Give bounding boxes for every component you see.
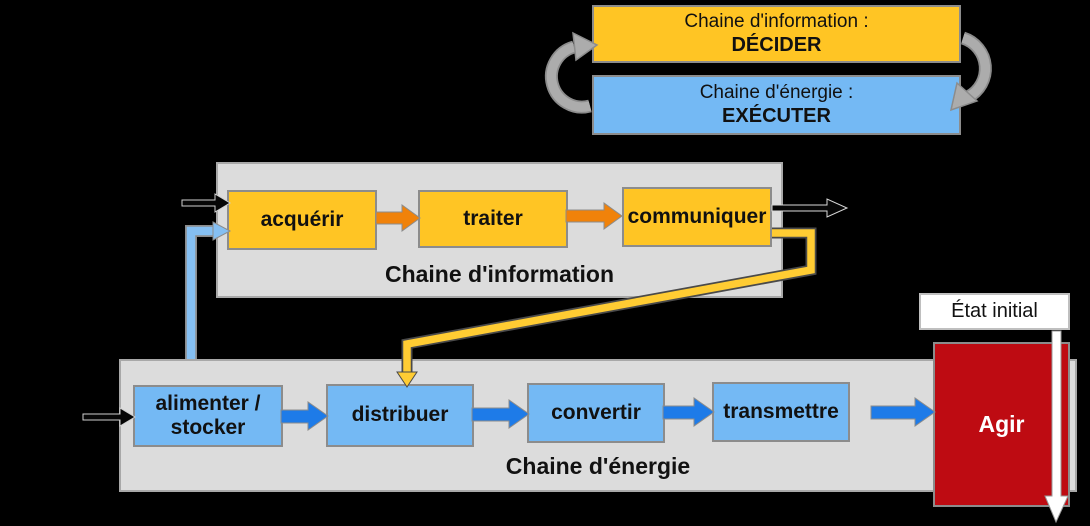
step-distribuer: distribuer — [326, 384, 474, 447]
energy-chain-label: Chaine d'énergie — [505, 453, 691, 479]
action-box: Agir — [933, 342, 1070, 507]
cycle-energy-verb: EXÉCUTER — [722, 105, 831, 128]
step-acquerir: acquérir — [227, 190, 377, 250]
step-transmettre: transmettre — [712, 382, 850, 442]
info-output-arrow-icon — [771, 198, 849, 218]
initial-state-box: État initial — [919, 293, 1070, 330]
action-label: Agir — [978, 411, 1025, 437]
step-traiter: traiter — [418, 190, 568, 248]
loop-arrow-up-icon — [544, 31, 599, 114]
step-convertir: convertir — [527, 383, 665, 443]
info-chain-label: Chaine d'information — [384, 261, 615, 287]
cycle-info-box: Chaine d'information : DÉCIDER — [592, 5, 961, 63]
cycle-info-title: Chaine d'information : — [684, 10, 869, 32]
step-communiquer: communiquer — [622, 187, 772, 247]
step-alimenter-stocker: alimenter / stocker — [133, 385, 283, 447]
cycle-energy-box: Chaine d'énergie : EXÉCUTER — [592, 75, 961, 135]
cycle-energy-title: Chaine d'énergie : — [699, 81, 854, 103]
cycle-info-verb: DÉCIDER — [731, 34, 822, 57]
initial-state-label: État initial — [951, 300, 1038, 322]
